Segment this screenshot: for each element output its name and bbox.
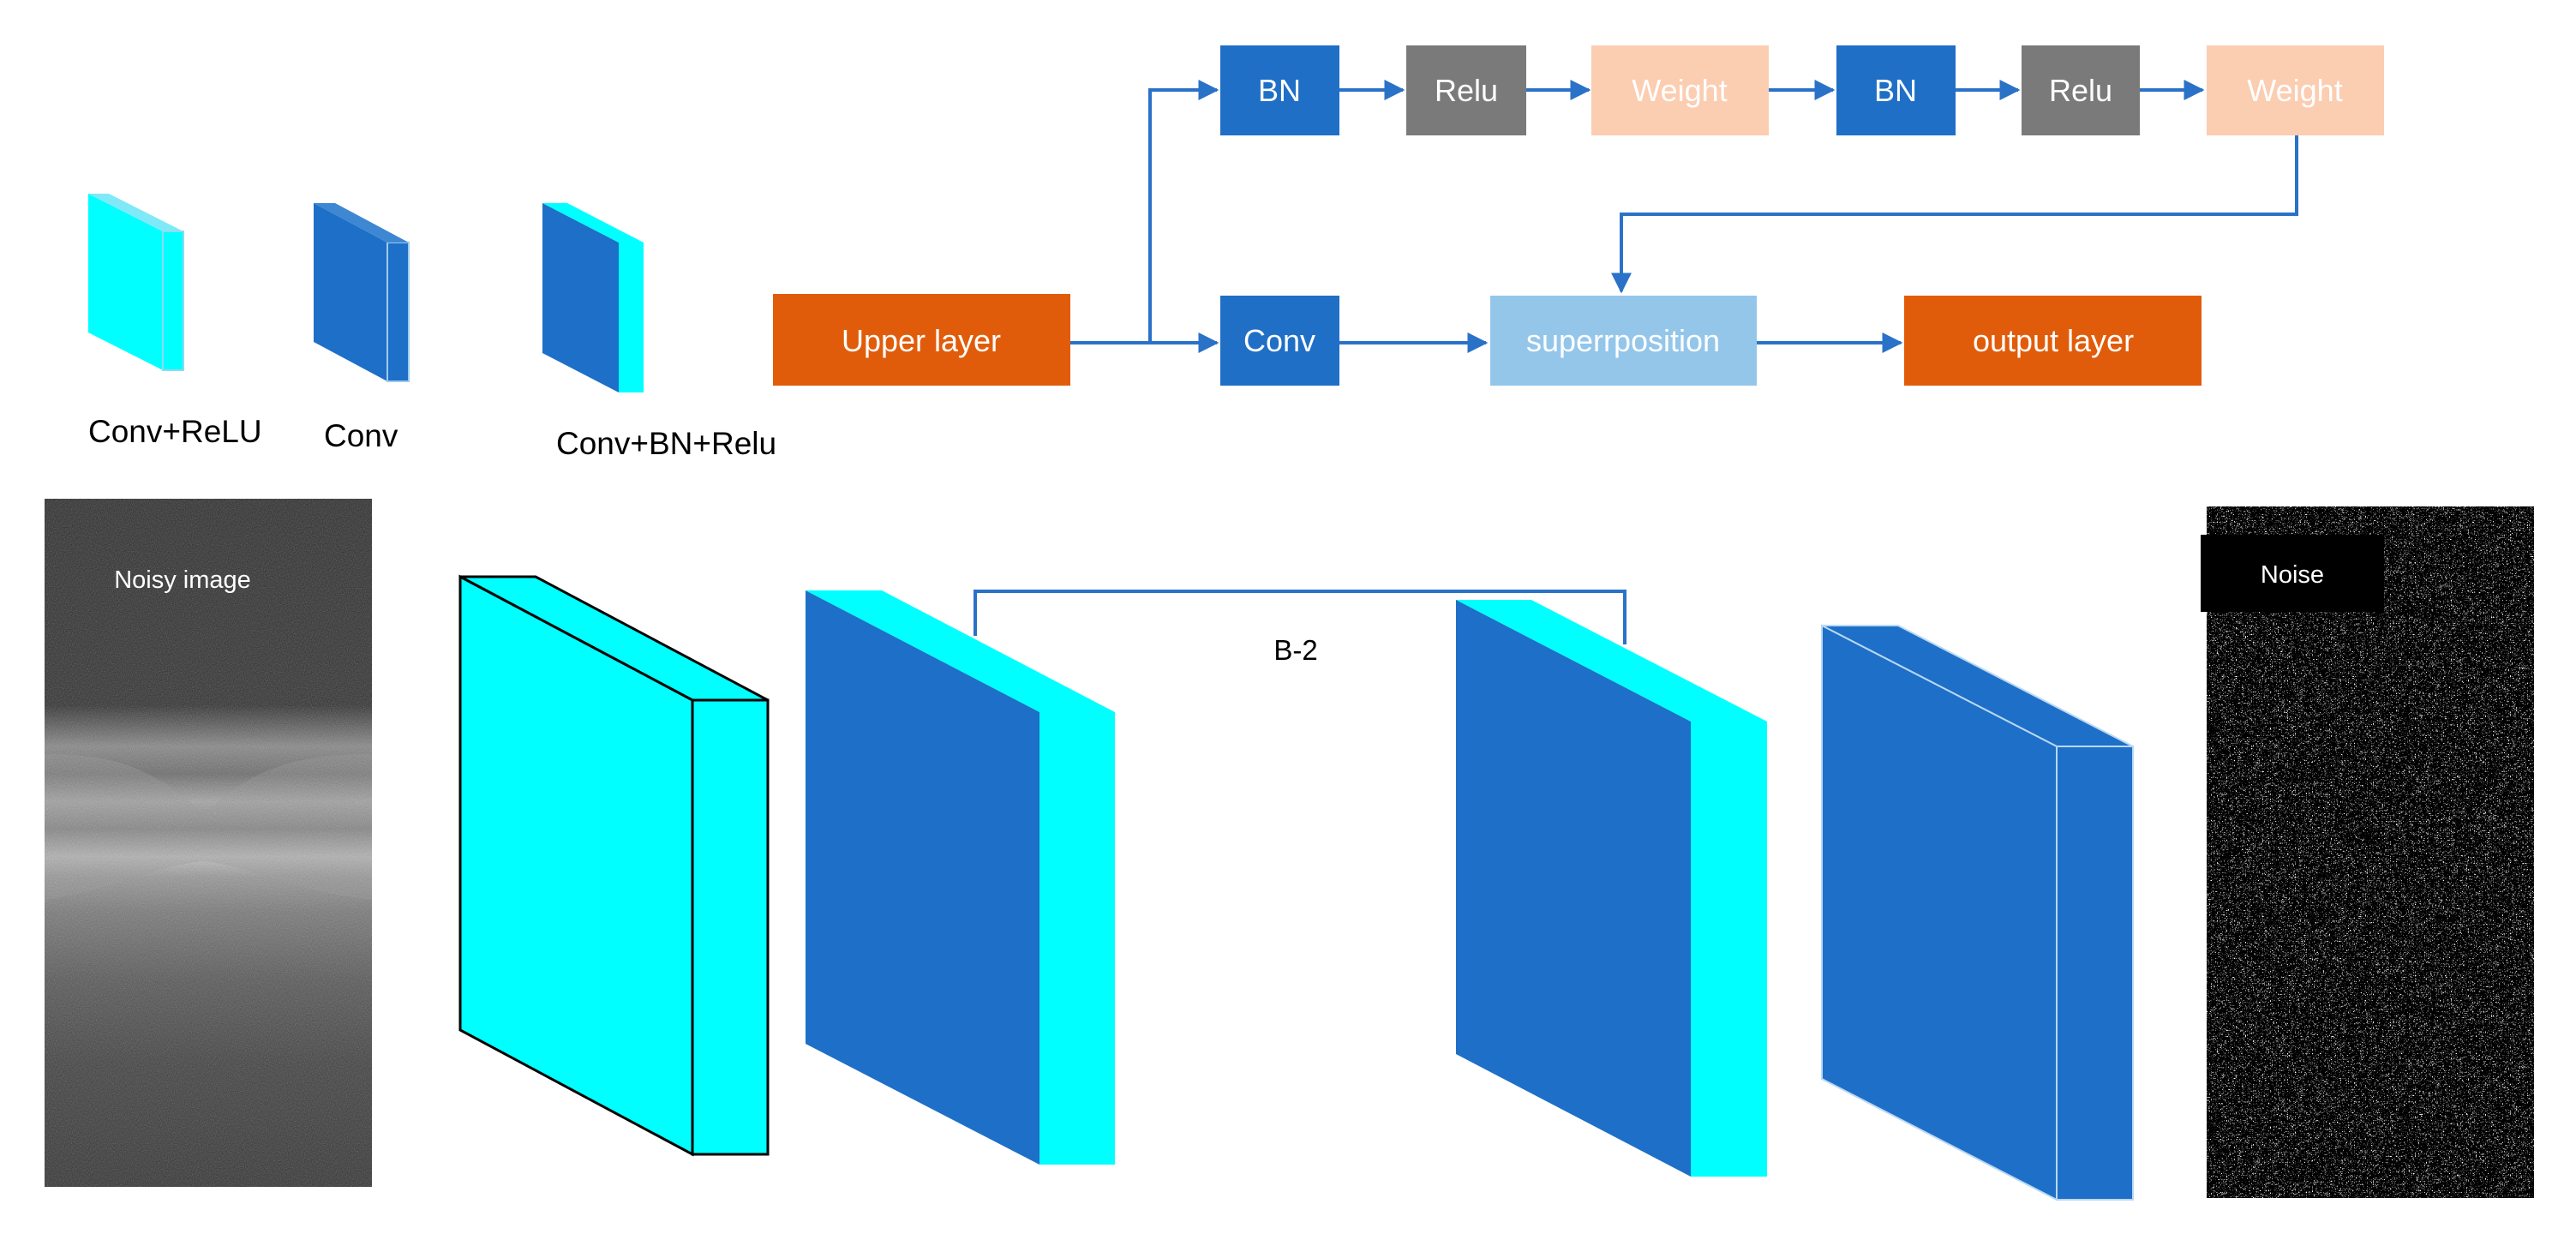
- skip-connection: B-2: [973, 590, 1626, 666]
- upper-to-bn-branch-arrow: [1148, 80, 1219, 343]
- bn-label-1: BN: [1258, 73, 1301, 108]
- noise-output-panel: Noise: [2201, 506, 2534, 1198]
- noise-label: Noise: [2261, 561, 2324, 589]
- conv-relu-layer: [458, 574, 770, 1157]
- bn-box-1: BN: [1220, 45, 1339, 135]
- weight-box-1: Weight: [1591, 45, 1769, 135]
- upper-layer-box: Upper layer: [773, 294, 1070, 386]
- relu-label-2: Relu: [2049, 73, 2112, 108]
- output-layer-box: output layer: [1904, 296, 2202, 386]
- legend-label-conv-relu: Conv+ReLU: [88, 414, 262, 449]
- conv-layer-output: [1821, 624, 2134, 1201]
- noise-label-box: [2201, 535, 2384, 612]
- bn-label-2: BN: [1874, 73, 1917, 108]
- legend-label-conv: Conv: [324, 418, 398, 453]
- relu-label-1: Relu: [1435, 73, 1498, 108]
- bn-box-2: BN: [1836, 45, 1956, 135]
- skip-connection-label: B-2: [1273, 634, 1317, 666]
- conv-box: Conv: [1220, 296, 1339, 386]
- legend: Conv+ReLU Conv Conv+BN+Relu: [88, 194, 776, 461]
- noisy-image-label: Noisy image: [114, 566, 251, 594]
- cyan-slab-icon: [88, 194, 184, 371]
- conv-bn-relu-layer-1: [806, 590, 1115, 1165]
- relu-box-2: Relu: [2022, 45, 2140, 135]
- superposition-label: superrposition: [1526, 323, 1720, 358]
- superposition-box: superrposition: [1490, 296, 1757, 386]
- conv-label: Conv: [1243, 323, 1315, 358]
- blue-slab-icon: [314, 203, 410, 382]
- blue-cyan-slab-icon: [542, 203, 644, 392]
- weight-label-1: Weight: [1632, 73, 1727, 108]
- legend-item-conv: Conv: [314, 203, 410, 453]
- upper-layer-label: Upper layer: [842, 323, 1001, 358]
- output-layer-label: output layer: [1973, 323, 2134, 358]
- conv-bn-relu-layer-2: [1456, 600, 1767, 1177]
- relu-box-1: Relu: [1406, 45, 1526, 135]
- residual-block: Upper layer BN Relu Weight BN Relu Weigh…: [773, 45, 2384, 386]
- weight2-to-superposition-arrow: [1611, 135, 2298, 294]
- legend-label-conv-bn-relu: Conv+BN+Relu: [556, 426, 776, 461]
- weight-box-2: Weight: [2207, 45, 2384, 135]
- legend-item-conv-bn-relu: Conv+BN+Relu: [542, 203, 776, 461]
- weight-label-2: Weight: [2247, 73, 2342, 108]
- legend-item-conv-relu: Conv+ReLU: [88, 194, 262, 449]
- noisy-image-panel: Noisy image: [45, 499, 372, 1187]
